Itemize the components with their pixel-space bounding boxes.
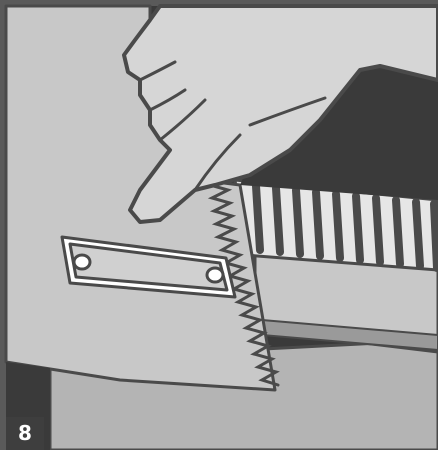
step-number-badge: 8 [6,417,44,450]
